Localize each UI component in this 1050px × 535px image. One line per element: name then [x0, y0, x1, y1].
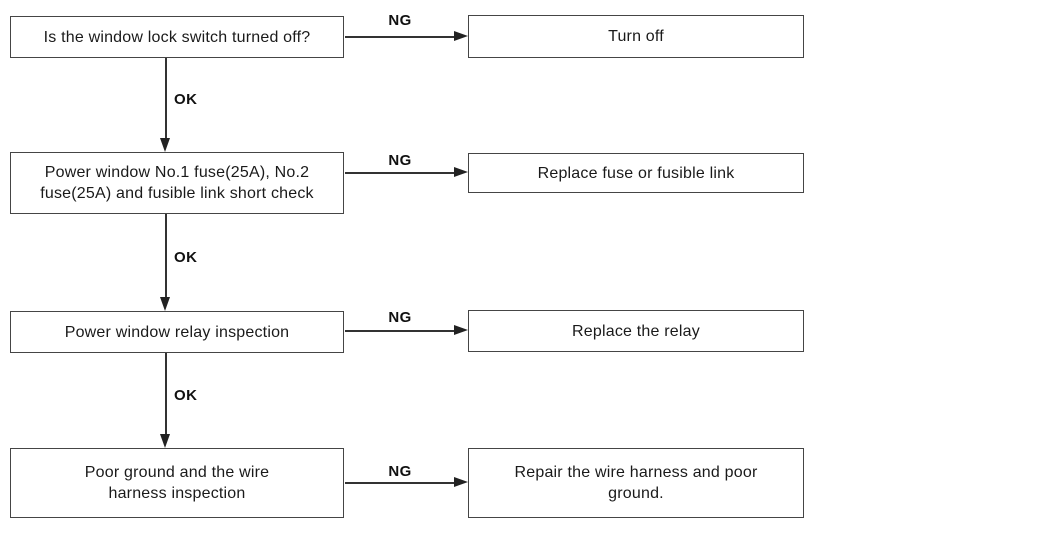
arrow-right-icon	[454, 477, 468, 487]
ok-connector-line	[165, 214, 167, 299]
arrow-right-icon	[454, 167, 468, 177]
arrow-down-icon	[160, 434, 170, 448]
ng-label: NG	[388, 463, 412, 480]
ng-connector-line	[345, 172, 455, 174]
action-box-turn-off: Turn off	[468, 15, 804, 58]
ng-connector-line	[345, 330, 455, 332]
action-box-replace-fuse: Replace fuse or fusible link	[468, 153, 804, 193]
ng-label: NG	[388, 309, 412, 326]
action-box-replace-relay: Replace the relay	[468, 310, 804, 352]
step-box-relay-inspection: Power window relay inspection	[10, 311, 344, 353]
arrow-down-icon	[160, 138, 170, 152]
arrow-down-icon	[160, 297, 170, 311]
ok-label: OK	[174, 387, 198, 404]
ng-label: NG	[388, 12, 412, 29]
ng-label: NG	[388, 152, 412, 169]
step-box-window-lock-switch: Is the window lock switch turned off?	[10, 16, 344, 58]
arrow-right-icon	[454, 325, 468, 335]
ng-connector-line	[345, 482, 455, 484]
ok-label: OK	[174, 91, 198, 108]
ok-connector-line	[165, 58, 167, 140]
action-box-repair-harness: Repair the wire harness and poor ground.	[468, 448, 804, 518]
ok-label: OK	[174, 249, 198, 266]
ng-connector-line	[345, 36, 455, 38]
ok-connector-line	[165, 353, 167, 435]
step-box-fuse-short-check: Power window No.1 fuse(25A), No.2 fuse(2…	[10, 152, 344, 214]
arrow-right-icon	[454, 31, 468, 41]
step-box-ground-wire-harness: Poor ground and the wire harness inspect…	[10, 448, 344, 518]
